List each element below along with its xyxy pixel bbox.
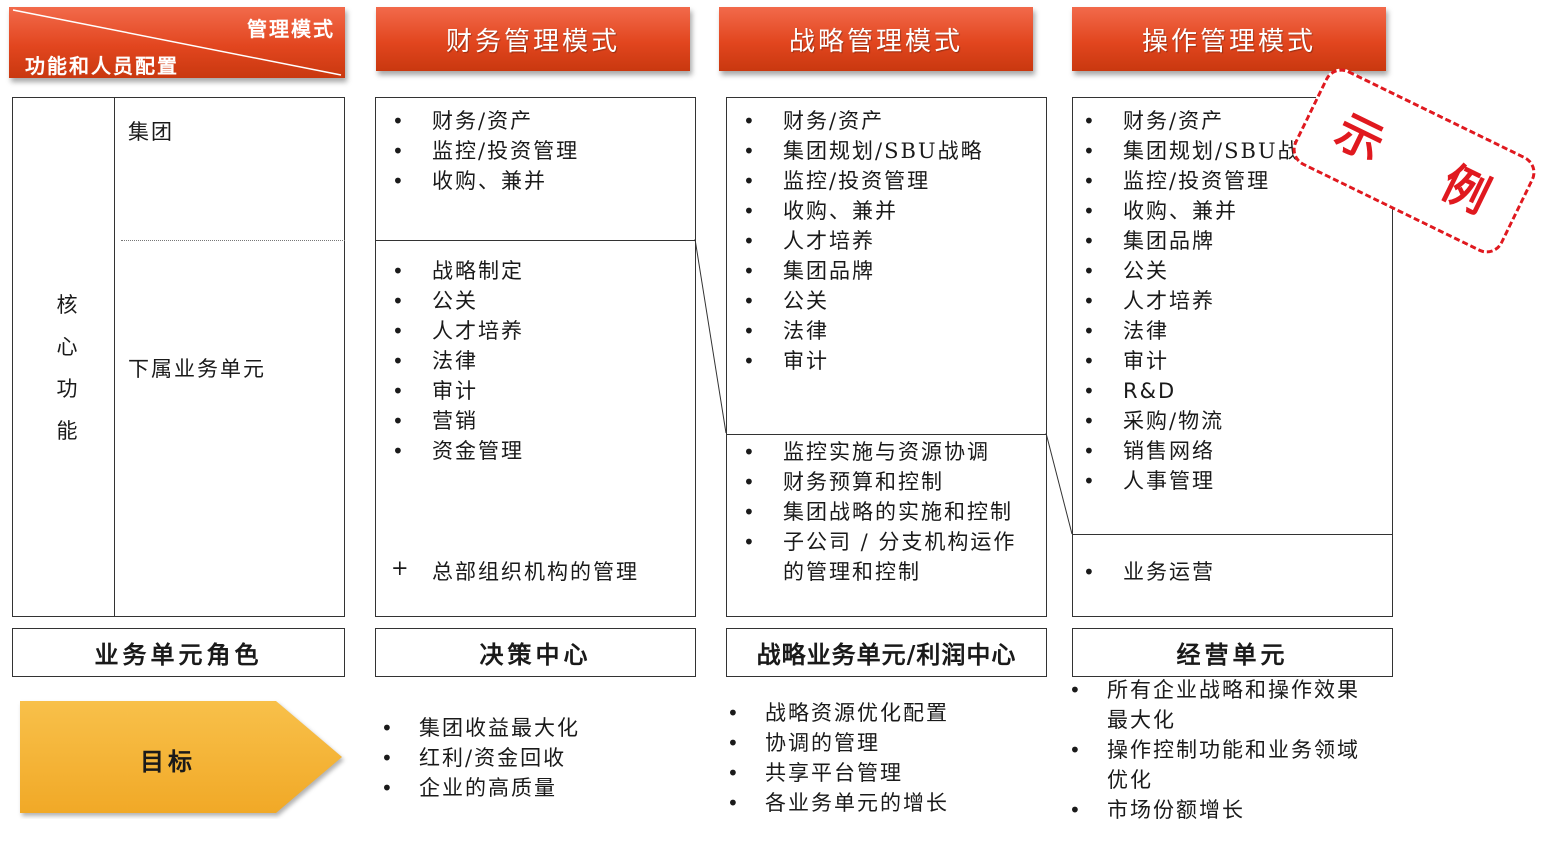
list-item: 集团规划/SBU战略 (1067, 136, 1324, 166)
list-item: 营销 (376, 406, 524, 436)
corner-header: 管理模式 功能和人员配置 (9, 7, 345, 78)
list-item: 人才培养 (376, 316, 524, 346)
group-unit-divider (121, 240, 345, 241)
list-item: 公关 (1067, 256, 1324, 286)
list-item: 企业的高质量 (375, 773, 580, 803)
list-item: 财务/资产 (1067, 106, 1324, 136)
corner-top-label: 管理模式 (247, 17, 335, 41)
list-item: R&D (1067, 376, 1324, 406)
list-item: 战略制定 (376, 256, 524, 286)
financial-group-list: 财务/资产 监控/投资管理 收购、兼并 (376, 106, 579, 196)
financial-plus-item: 总部组织机构的管理 (432, 560, 639, 584)
goals-operational-list: 所有企业战略和操作效果最大化 操作控制功能和业务领域优化 市场份额增长 (1063, 675, 1363, 825)
role-label: 业务单元角色 (12, 628, 345, 677)
role-strategic: 战略业务单元/利润中心 (726, 628, 1047, 677)
role-operational: 经营单元 (1072, 628, 1393, 677)
list-item: 市场份额增长 (1063, 795, 1363, 825)
list-item: 财务预算和控制 (727, 467, 1037, 497)
list-item: 资金管理 (376, 436, 524, 466)
list-item: 人事管理 (1067, 466, 1324, 496)
goals-financial-list: 集团收益最大化 红利/资金回收 企业的高质量 (375, 713, 580, 803)
list-item: 各业务单元的增长 (721, 788, 949, 818)
list-item: 监控/投资管理 (376, 136, 579, 166)
list-item: 收购、兼并 (727, 196, 984, 226)
list-item: 法律 (727, 316, 984, 346)
strategic-group-list: 财务/资产 集团规划/SBU战略 监控/投资管理 收购、兼并 人才培养 集团品牌… (727, 106, 984, 376)
operational-unit-list: 业务运营 (1067, 557, 1215, 587)
list-item: 审计 (727, 346, 984, 376)
corner-diagonal (12, 9, 342, 76)
connector-strategic-operational (1045, 432, 1073, 535)
header-financial: 财务管理模式 (376, 7, 690, 71)
core-char-4: 能 (56, 419, 78, 443)
strategic-function-box: 财务/资产 集团规划/SBU战略 监控/投资管理 收购、兼并 人才培养 集团品牌… (726, 97, 1047, 617)
financial-split-line (376, 240, 695, 241)
list-item: 收购、兼并 (376, 166, 579, 196)
core-char-2: 心 (56, 335, 78, 359)
list-item: 法律 (376, 346, 524, 376)
list-item: 监控/投资管理 (727, 166, 984, 196)
list-item: 集团品牌 (727, 256, 984, 286)
list-item: 收购、兼并 (1067, 196, 1324, 226)
list-item: 集团收益最大化 (375, 713, 580, 743)
list-item: 监控/投资管理 (1067, 166, 1324, 196)
core-function-panel: 核 心 功 能 集团 下属业务单元 (12, 97, 345, 617)
list-item: 集团规划/SBU战略 (727, 136, 984, 166)
list-item: 财务/资产 (376, 106, 579, 136)
list-item: 所有企业战略和操作效果最大化 (1063, 675, 1363, 735)
list-item: 协调的管理 (721, 728, 949, 758)
list-item: 集团品牌 (1067, 226, 1324, 256)
strategic-split-line (727, 434, 1046, 435)
list-item: 子公司 / 分支机构运作的管理和控制 (727, 527, 1033, 587)
strategic-unit-list: 监控实施与资源协调 财务预算和控制 集团战略的实施和控制 子公司 / 分支机构运… (727, 437, 1037, 587)
header-operational: 操作管理模式 (1072, 7, 1386, 71)
core-function-label: 核 心 功 能 (53, 284, 81, 452)
corner-bottom-label: 功能和人员配置 (25, 54, 179, 78)
list-item: 采购/物流 (1067, 406, 1324, 436)
goal-arrow (20, 701, 342, 813)
list-item: 人才培养 (727, 226, 984, 256)
core-function-divider (114, 98, 115, 616)
list-item: 业务运营 (1067, 557, 1215, 587)
list-item: 集团战略的实施和控制 (727, 497, 1037, 527)
unit-label: 下属业务单元 (128, 357, 266, 381)
list-item: 公关 (727, 286, 984, 316)
list-item: 监控实施与资源协调 (727, 437, 1037, 467)
list-item: 共享平台管理 (721, 758, 949, 788)
header-strategic: 战略管理模式 (719, 7, 1033, 71)
operational-group-list: 财务/资产 集团规划/SBU战略 监控/投资管理 收购、兼并 集团品牌 公关 人… (1067, 106, 1324, 496)
list-item: 操作控制功能和业务领域优化 (1063, 735, 1363, 795)
list-item: 人才培养 (1067, 286, 1324, 316)
core-char-1: 核 (56, 293, 78, 317)
core-char-3: 功 (56, 377, 78, 401)
financial-unit-list: 战略制定 公关 人才培养 法律 审计 营销 资金管理 (376, 256, 524, 466)
list-item: 销售网络 (1067, 436, 1324, 466)
financial-function-box: 财务/资产 监控/投资管理 收购、兼并 战略制定 公关 人才培养 法律 审计 营… (375, 97, 696, 617)
goal-label: 目标 (140, 747, 196, 776)
connector-financial-strategic (694, 238, 727, 434)
list-item: 财务/资产 (727, 106, 984, 136)
list-item: 公关 (376, 286, 524, 316)
list-item: 红利/资金回收 (375, 743, 580, 773)
group-label: 集团 (128, 120, 174, 144)
role-financial: 决策中心 (375, 628, 696, 677)
list-item: 法律 (1067, 316, 1324, 346)
goals-strategic-list: 战略资源优化配置 协调的管理 共享平台管理 各业务单元的增长 (721, 698, 949, 818)
list-item: 战略资源优化配置 (721, 698, 949, 728)
plus-mark: + (391, 556, 409, 580)
operational-split-line (1073, 534, 1392, 535)
list-item: 审计 (376, 376, 524, 406)
list-item: 审计 (1067, 346, 1324, 376)
